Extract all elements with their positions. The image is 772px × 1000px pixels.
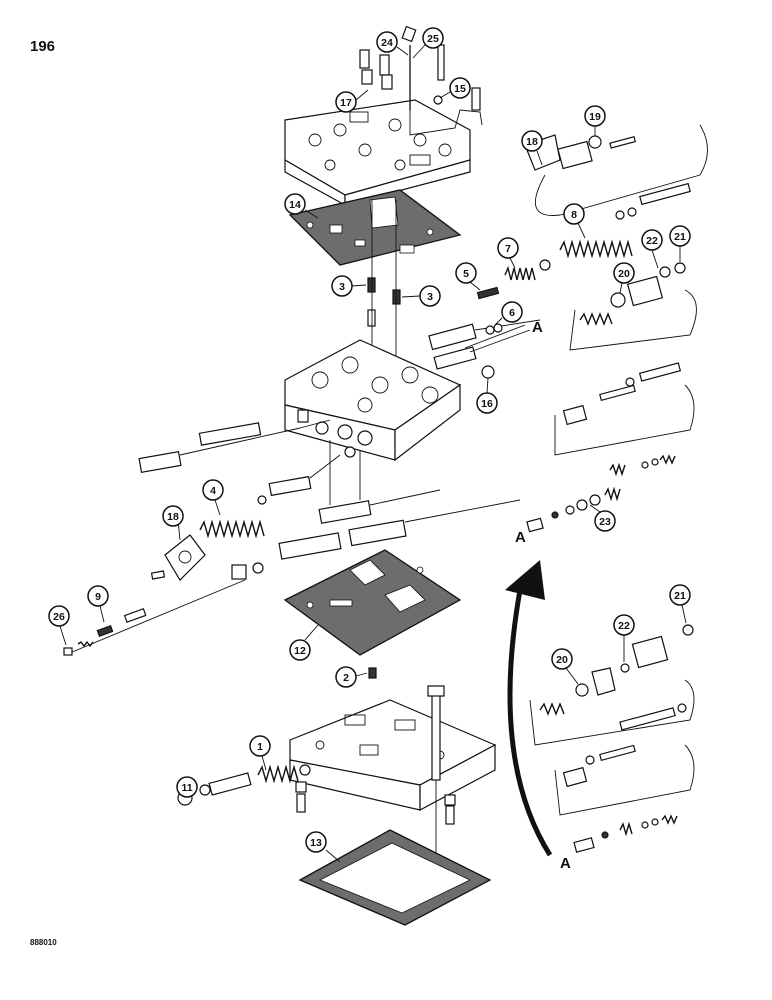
callout-22-lower: 22 <box>613 614 635 662</box>
svg-text:17: 17 <box>340 97 352 109</box>
reference-letter-middle: A <box>515 529 526 546</box>
callout-11: 11 <box>176 776 198 798</box>
callout-26: 26 <box>48 605 70 646</box>
svg-text:15: 15 <box>454 83 466 95</box>
leader-line-a <box>464 324 526 349</box>
callout-4: 4 <box>202 479 224 516</box>
svg-text:12: 12 <box>294 645 306 657</box>
right-assembly-lower <box>554 362 695 477</box>
upper-separator-plate <box>288 189 462 266</box>
svg-text:3: 3 <box>339 281 345 293</box>
callout-22-upper: 22 <box>641 229 663 269</box>
svg-text:8: 8 <box>571 209 577 221</box>
callout-18-lower: 18 <box>162 505 184 541</box>
svg-text:9: 9 <box>95 591 101 603</box>
callout-23: 23 <box>589 504 616 532</box>
callout-12: 12 <box>289 624 319 661</box>
right-assembly-upper <box>524 124 708 220</box>
washer-stack-23 <box>526 486 621 533</box>
svg-text:5: 5 <box>463 268 469 280</box>
svg-text:24: 24 <box>381 37 393 49</box>
svg-text:18: 18 <box>526 136 538 148</box>
lower-body-bolts <box>295 685 456 900</box>
svg-text:2: 2 <box>343 672 349 684</box>
main-valve-body <box>284 339 462 462</box>
svg-text:11: 11 <box>181 782 192 794</box>
reference-letter-lower: A <box>560 855 571 872</box>
svg-text:19: 19 <box>589 111 601 123</box>
page-number: 196 <box>30 38 56 55</box>
callout-20-lower: 20 <box>551 648 579 685</box>
callout-13: 13 <box>305 831 341 863</box>
svg-text:20: 20 <box>556 654 568 666</box>
bottom-gasket <box>298 829 492 926</box>
end-plate-left <box>150 534 206 581</box>
callout-6: 6 <box>494 301 523 326</box>
svg-text:20: 20 <box>618 268 630 280</box>
svg-text:18: 18 <box>167 511 179 523</box>
callout-14: 14 <box>284 193 319 219</box>
callout-5: 5 <box>455 262 481 291</box>
callout-17: 17 <box>335 89 369 113</box>
callout-21-lower: 21 <box>669 584 691 624</box>
svg-text:22: 22 <box>618 620 630 632</box>
svg-text:6: 6 <box>509 307 515 319</box>
svg-text:26: 26 <box>53 611 65 623</box>
svg-text:16: 16 <box>481 398 493 410</box>
spring-7 <box>504 265 536 281</box>
callout-18-upper: 18 <box>521 130 543 166</box>
svg-text:21: 21 <box>674 590 686 602</box>
figure-code: 888010 <box>30 938 57 947</box>
right-assembly-bottom <box>529 624 695 853</box>
svg-text:14: 14 <box>289 199 301 211</box>
svg-text:23: 23 <box>599 516 611 528</box>
upper-valve-body <box>284 99 471 207</box>
svg-text:21: 21 <box>674 231 686 243</box>
callout-15: 15 <box>439 77 471 99</box>
callout-7: 7 <box>497 237 519 269</box>
svg-text:7: 7 <box>505 243 511 255</box>
callout-3-left: 3 <box>331 275 367 297</box>
callout-1: 1 <box>249 735 271 771</box>
svg-text:4: 4 <box>210 485 216 497</box>
svg-text:13: 13 <box>310 837 322 849</box>
right-assembly-middle <box>569 262 697 351</box>
callout-16: 16 <box>476 377 498 414</box>
callout-3-right: 3 <box>401 285 441 307</box>
lower-separator-plate <box>283 549 462 656</box>
spring-8 <box>559 239 633 259</box>
lower-valve-body <box>289 699 497 811</box>
svg-text:3: 3 <box>427 291 433 303</box>
pin-5 <box>476 286 500 300</box>
callout-8: 8 <box>563 203 586 239</box>
washer-7 <box>539 259 551 271</box>
svg-text:1: 1 <box>257 741 263 753</box>
spring-4 <box>199 495 267 539</box>
top-fittings <box>359 25 483 136</box>
svg-text:22: 22 <box>646 235 658 247</box>
callout-2: 2 <box>335 666 368 688</box>
middle-spools <box>428 319 541 379</box>
reference-letter-upper: A <box>532 319 543 336</box>
callout-19: 19 <box>584 105 606 136</box>
callout-21-upper: 21 <box>669 225 691 262</box>
callout-24: 24 <box>376 31 409 56</box>
plug-line <box>63 562 264 656</box>
svg-text:25: 25 <box>427 33 439 45</box>
callout-9: 9 <box>87 585 109 623</box>
bolt-2 <box>368 667 377 679</box>
callout-20-upper: 20 <box>613 262 635 294</box>
reference-arrow <box>505 560 553 857</box>
left-spools <box>138 419 521 560</box>
callout-25: 25 <box>412 27 444 59</box>
